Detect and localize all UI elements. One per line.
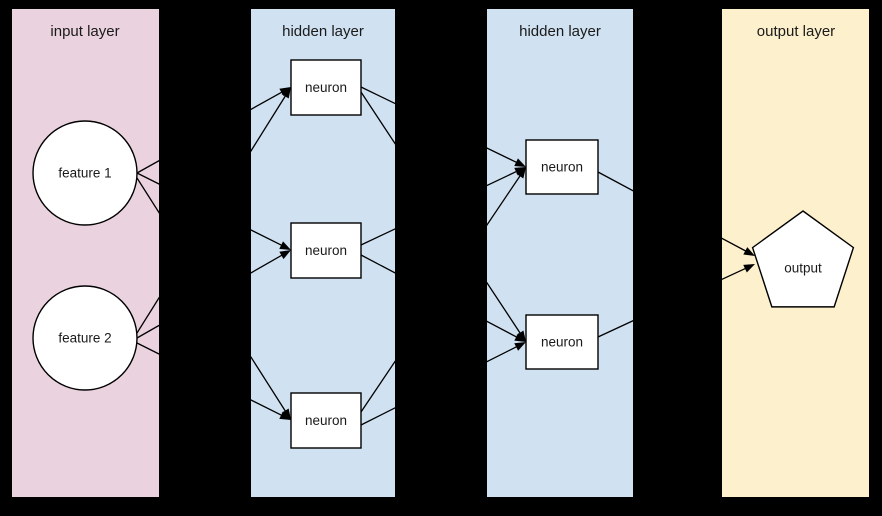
node-shape-rect <box>290 222 362 279</box>
node-h2-neuron-2[interactable]: neuron <box>525 314 599 370</box>
node-label: neuron <box>305 243 347 258</box>
layer-title-hidden-layer-2: hidden layer <box>519 23 601 40</box>
layer-panels-group <box>12 9 869 497</box>
node-h2-neuron-1[interactable]: neuron <box>525 139 599 195</box>
layer-titles-group: input layer hidden layer hidden layer outpu… <box>50 23 835 40</box>
node-label: feature 1 <box>58 166 111 181</box>
connections-group <box>136 86 755 426</box>
node-feature-2[interactable]: feature 2 <box>32 285 138 391</box>
node-shape-rect <box>525 139 599 195</box>
layer-title-hidden-layer-1: hidden layer <box>282 23 364 40</box>
node-shape-rect <box>290 59 362 116</box>
node-shape-circle <box>32 120 138 226</box>
node-feature-1[interactable]: feature 1 <box>32 120 138 226</box>
node-shape-rect <box>290 392 362 449</box>
node-h1-neuron-3[interactable]: neuron <box>290 392 362 449</box>
layer-title-input-layer: input layer <box>50 23 119 40</box>
node-label: output <box>784 261 822 276</box>
layer-title-output-layer: output layer <box>757 23 835 40</box>
node-shape-circle <box>32 285 138 391</box>
nodes-group: feature 1 feature 2 neuron neuron neuron neur… <box>32 59 855 449</box>
node-label: neuron <box>541 160 583 175</box>
node-output-node[interactable]: output <box>751 210 855 308</box>
node-shape-rect <box>525 314 599 370</box>
node-label: neuron <box>541 335 583 350</box>
node-shape-pentagon <box>751 210 855 308</box>
layer-panel-hidden-layer-2 <box>487 9 633 497</box>
node-label: feature 2 <box>58 331 111 346</box>
layer-panel-input-layer <box>12 9 159 497</box>
node-h1-neuron-2[interactable]: neuron <box>290 222 362 279</box>
node-h1-neuron-1[interactable]: neuron <box>290 59 362 116</box>
node-label: neuron <box>305 413 347 428</box>
node-label: neuron <box>305 80 347 95</box>
